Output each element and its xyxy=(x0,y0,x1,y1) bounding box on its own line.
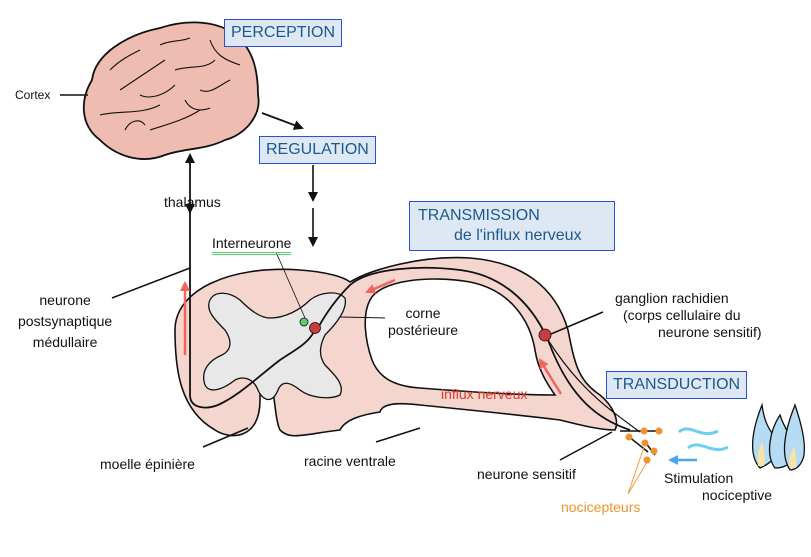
sensory-neuron-fiber-2 xyxy=(547,339,641,433)
interneurone-label: Interneurone xyxy=(212,235,292,255)
dorsal-horn-label: corne postérieure xyxy=(388,305,458,339)
transduction-label: TRANSDUCTION xyxy=(613,376,741,393)
brain xyxy=(60,21,260,160)
nerve-impulse-label: influx nerveux xyxy=(441,386,528,402)
flame-icon xyxy=(751,402,806,471)
nociceptors xyxy=(620,427,663,495)
postsynaptic-line-3: médullaire xyxy=(32,334,98,350)
synapse-cell xyxy=(309,322,321,334)
dorsal-horn-line-1: corne xyxy=(405,305,441,321)
sensory-neuron-label: neurone sensitif xyxy=(477,466,576,482)
ganglion-label: ganglion rachidien (corps cellulaire du … xyxy=(615,290,762,341)
regulation-box: REGULATION xyxy=(259,136,376,164)
cortex-label: Cortex xyxy=(15,88,51,102)
ganglion-line-3: neurone sensitif) xyxy=(658,324,762,340)
postsynaptic-line-1: neurone xyxy=(39,292,91,308)
leader-lines xyxy=(111,251,613,461)
thalamus-label: thalamus xyxy=(164,194,221,210)
red-arrow-dorsal-root xyxy=(365,278,396,294)
postsynaptic-neuron-label: neurone postsynaptique médullaire xyxy=(18,290,112,353)
stimulation-line-1: Stimulation xyxy=(664,470,734,486)
postsynaptic-line-2: postsynaptique xyxy=(18,313,113,329)
ganglion-line-2: (corps cellulaire du xyxy=(623,307,741,323)
root-gap xyxy=(364,278,557,396)
transmission-box: TRANSMISSION de l'influx nerveux xyxy=(409,201,615,251)
gray-matter xyxy=(203,292,347,401)
red-arrow-sensory xyxy=(538,358,563,395)
transduction-box: TRANSDUCTION xyxy=(606,371,748,399)
heat-waves xyxy=(677,427,729,452)
dorsal-horn-line-2: postérieure xyxy=(388,322,459,338)
perception-box: PERCEPTION xyxy=(224,19,343,47)
spinal-cord-label: moelle épinière xyxy=(100,456,195,472)
interneurone-cell xyxy=(299,317,309,327)
ganglion-line-1: ganglion rachidien xyxy=(615,290,729,306)
ganglion-cell-body xyxy=(538,328,552,342)
transmission-sublabel: de l'influx nerveux xyxy=(454,227,582,244)
ventral-root-label: racine ventrale xyxy=(304,453,396,469)
stimulation-label: Stimulation nociceptive xyxy=(664,470,772,504)
perception-label: PERCEPTION xyxy=(231,24,336,41)
stimulation-line-2: nociceptive xyxy=(702,487,773,503)
transmission-label: TRANSMISSION xyxy=(418,207,540,224)
nociceptors-label: nocicepteurs xyxy=(561,499,641,515)
arrow-perception-to-regulation xyxy=(261,112,304,130)
regulation-label: REGULATION xyxy=(266,141,369,158)
sensory-neuron-fiber xyxy=(317,266,631,431)
